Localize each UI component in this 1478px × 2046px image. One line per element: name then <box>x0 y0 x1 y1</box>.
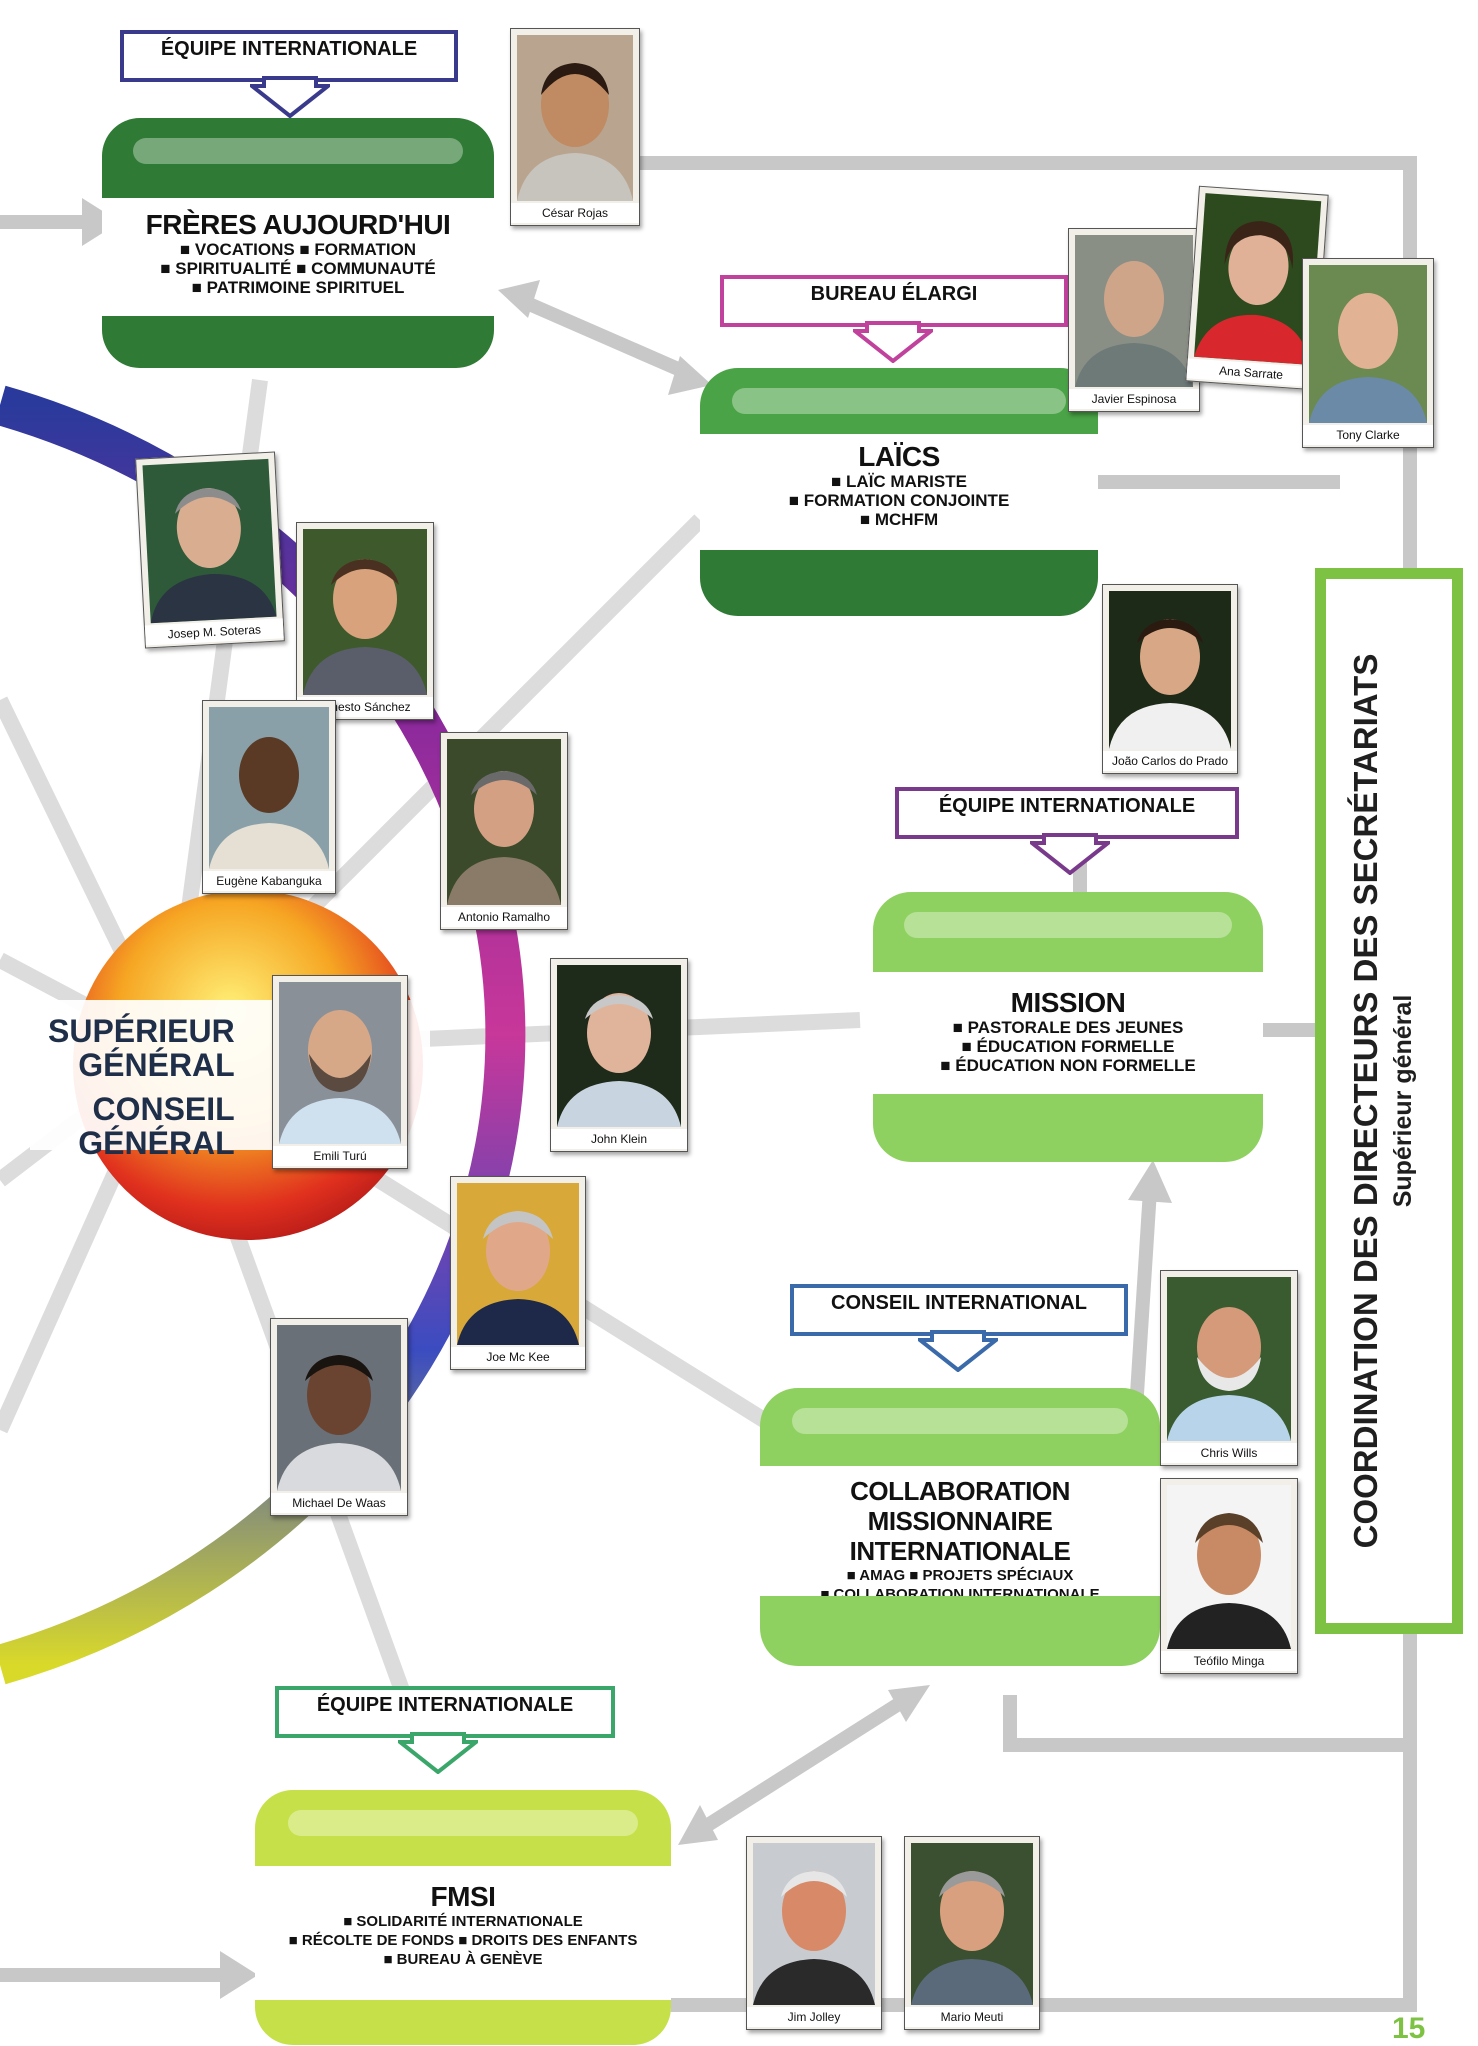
arrows <box>0 198 1172 1999</box>
photo-javier: Javier Espinosa <box>1068 228 1200 412</box>
photo-caption: Eugène Kabanguka <box>203 871 335 891</box>
superieur-text: SUPÉRIEUR <box>48 1013 235 1049</box>
coordination-title: COORDINATION DES DIRECTEURS DES SECRÉTAR… <box>1347 653 1384 1549</box>
node-title: COLLABORATION MISSIONNAIRE <box>850 1476 1070 1536</box>
node-title: MISSION <box>1010 987 1126 1018</box>
photo-caption: Jim Jolley <box>747 2007 881 2027</box>
conseil-text: CONSEIL <box>92 1091 235 1127</box>
photo-antonio: Antonio Ramalho <box>440 732 568 930</box>
general-text: GÉNÉRAL <box>78 1047 235 1083</box>
photo-caption: Chris Wills <box>1161 1443 1297 1463</box>
photo-caption: John Klein <box>551 1129 687 1149</box>
coordination-box: COORDINATION DES DIRECTEURS DES SECRÉTAR… <box>1315 568 1463 1634</box>
photo-mario: Mario Meuti <box>904 1836 1040 2030</box>
node-fmsi[interactable]: FMSI ■ SOLIDARITÉ INTERNATIONALE ■ RÉCOL… <box>255 1790 671 2045</box>
team-freres-arrow <box>250 76 330 118</box>
photo-caption: João Carlos do Prado <box>1103 751 1237 771</box>
photo-caption: Michael De Waas <box>271 1493 407 1513</box>
photo-emili: Emili Turú <box>272 975 408 1169</box>
team-cmi: CONSEIL INTERNATIONAL <box>790 1284 1128 1336</box>
photo-caption: Mario Meuti <box>905 2007 1039 2027</box>
team-cmi-arrow <box>918 1330 998 1372</box>
node-item: ■ LAÏC MARISTE <box>831 472 967 491</box>
node-item: ■ SPIRITUALITÉ ■ COMMUNAUTÉ <box>160 259 436 278</box>
node-item: ■ VOCATIONS ■ FORMATION <box>179 240 417 259</box>
photo-caption: Tony Clarke <box>1303 425 1433 445</box>
node-item: ■ AMAG ■ PROJETS SPÉCIAUX <box>846 1567 1074 1584</box>
photo-josep: Josep M. Soteras <box>135 451 285 649</box>
node-item: ■ PATRIMOINE SPIRITUEL <box>191 278 405 297</box>
node-title: LAÏCS <box>858 441 940 472</box>
center-label: SUPÉRIEUR GÉNÉRAL CONSEIL GÉNÉRAL <box>48 1014 235 1160</box>
page-number: 15 <box>1392 2012 1426 2045</box>
node-title: FMSI <box>430 1881 496 1912</box>
photo-teofilo: Teófilo Minga <box>1160 1478 1298 1674</box>
node-item: ■ MCHFM <box>859 510 939 529</box>
photo-eugene: Eugène Kabanguka <box>202 700 336 894</box>
team-mission: ÉQUIPE INTERNATIONALE <box>895 787 1239 839</box>
photo-caption: Joe Mc Kee <box>451 1347 585 1367</box>
photo-caption: Antonio Ramalho <box>441 907 567 927</box>
team-fmsi: ÉQUIPE INTERNATIONALE <box>275 1686 615 1738</box>
team-laics-arrow <box>853 321 933 363</box>
photo-chris: Chris Wills <box>1160 1270 1298 1466</box>
photo-caption: César Rojas <box>511 203 639 223</box>
photo-tony: Tony Clarke <box>1302 258 1434 448</box>
photo-ernesto: Ernesto Sánchez <box>296 522 434 720</box>
team-freres: ÉQUIPE INTERNATIONALE <box>120 30 458 82</box>
node-mission[interactable]: MISSION ■ PASTORALE DES JEUNES ■ ÉDUCATI… <box>873 892 1263 1162</box>
node-title-2: INTERNATIONALE <box>849 1536 1071 1566</box>
node-cmi[interactable]: COLLABORATION MISSIONNAIRE INTERNATIONAL… <box>760 1388 1160 1666</box>
team-laics: BUREAU ÉLARGI <box>720 275 1068 327</box>
photo-cesar: César Rojas <box>510 28 640 226</box>
photo-caption: Teófilo Minga <box>1161 1651 1297 1671</box>
photo-joe: Joe Mc Kee <box>450 1176 586 1370</box>
node-title: FRÈRES AUJOURD'HUI <box>145 209 451 240</box>
team-fmsi-arrow <box>398 1732 478 1774</box>
node-item: ■ ÉDUCATION FORMELLE <box>961 1037 1175 1056</box>
team-mission-arrow <box>1030 833 1110 875</box>
photo-joao: João Carlos do Prado <box>1102 584 1238 774</box>
node-item: ■ RÉCOLTE DE FONDS ■ DROITS DES ENFANTS <box>288 1932 638 1949</box>
photo-caption: Javier Espinosa <box>1069 389 1199 409</box>
photo-jim: Jim Jolley <box>746 1836 882 2030</box>
node-item: ■ SOLIDARITÉ INTERNATIONALE <box>343 1913 583 1930</box>
photo-john: John Klein <box>550 958 688 1152</box>
node-item: ■ BUREAU À GENÈVE <box>383 1951 543 1968</box>
photo-ana: Ana Sarrate <box>1185 185 1329 391</box>
node-laics[interactable]: LAÏCS ■ LAÏC MARISTE ■ FORMATION CONJOIN… <box>700 368 1098 616</box>
photo-michael: Michael De Waas <box>270 1318 408 1516</box>
node-item: ■ ÉDUCATION NON FORMELLE <box>940 1056 1196 1075</box>
coordination-subtitle: Supérieur général <box>1389 994 1417 1208</box>
general2-text: GÉNÉRAL <box>78 1125 235 1161</box>
node-item: ■ PASTORALE DES JEUNES <box>952 1018 1184 1037</box>
node-item: ■ FORMATION CONJOINTE <box>788 491 1010 510</box>
photo-caption: Emili Turú <box>273 1146 407 1166</box>
node-freres[interactable]: FRÈRES AUJOURD'HUI ■ VOCATIONS ■ FORMATI… <box>102 118 494 368</box>
